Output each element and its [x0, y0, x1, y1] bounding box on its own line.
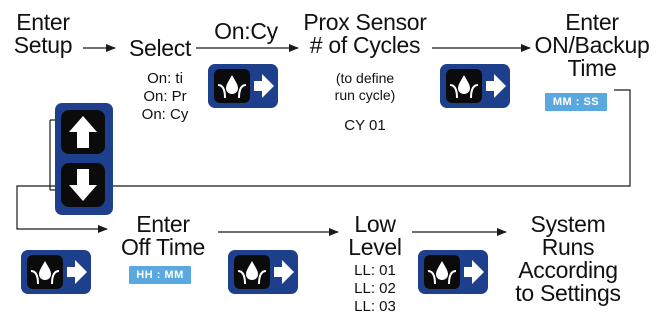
- system-runs-line2: Runs: [541, 234, 595, 260]
- enter-off-time-line2: Off Time: [120, 234, 206, 260]
- up-button[interactable]: [61, 110, 105, 154]
- system-runs-line4: to Settings: [515, 280, 621, 306]
- enter-on-backup-line2: ON/Backup: [534, 32, 650, 58]
- system-runs-line3: According: [518, 257, 618, 283]
- enter-droplet-icon: [30, 261, 60, 285]
- up-arrow-icon: [69, 116, 97, 148]
- low-level-line1: Low: [354, 211, 396, 237]
- enter-key-2[interactable]: [440, 64, 510, 108]
- enter-setup-line2: Setup: [13, 32, 73, 58]
- enter-key-3[interactable]: [21, 250, 91, 294]
- down-arrow-icon: [69, 169, 97, 201]
- enter-off-time-label: Enter Off Time: [108, 213, 218, 259]
- enter-key-1[interactable]: [208, 64, 278, 108]
- enter-droplet-icon: [237, 261, 267, 285]
- prox-sensor-value: CY 01: [344, 117, 386, 134]
- system-runs-line1: System: [530, 211, 606, 237]
- enter-on-backup-line3: Time: [567, 55, 617, 81]
- select-option: On: Pr: [143, 88, 187, 105]
- up-down-keypad: [55, 103, 113, 215]
- off-time-display: HH : MM: [129, 266, 191, 284]
- arrow-right-icon: [274, 260, 294, 284]
- arrow-right-icon: [254, 74, 274, 98]
- low-level-options: LL: 01 LL: 02 LL: 03: [340, 262, 410, 316]
- low-level-option: LL: 02: [354, 280, 396, 297]
- on-time-display: MM : SS: [545, 93, 607, 111]
- select-option: On: ti: [147, 70, 183, 87]
- prox-sensor-line1: Prox Sensor: [303, 9, 427, 35]
- enter-off-time-line1: Enter: [136, 211, 190, 237]
- enter-setup-label: Enter Setup: [10, 11, 76, 57]
- prox-sensor-line2: # of Cycles: [309, 32, 421, 58]
- enter-droplet-icon: [449, 75, 479, 99]
- arrow-right-icon: [464, 260, 484, 284]
- prox-sensor-label: Prox Sensor # of Cycles: [298, 11, 432, 57]
- select-options: On: ti On: Pr On: Cy: [130, 70, 200, 124]
- enter-key-5[interactable]: [418, 250, 488, 294]
- low-level-line2: Level: [348, 234, 402, 260]
- prox-sensor-note-line2: run cycle): [334, 86, 396, 103]
- return-line: [16, 89, 631, 233]
- enter-droplet-icon: [217, 75, 247, 99]
- prox-sensor-note-line1: (to define: [335, 70, 395, 86]
- low-level-label: Low Level: [340, 213, 410, 259]
- enter-setup-line1: Enter: [16, 9, 70, 35]
- enter-on-backup-label: Enter ON/Backup Time: [534, 11, 650, 80]
- arrow-right-icon: [67, 260, 87, 284]
- enter-on-backup-line1: Enter: [565, 9, 619, 35]
- enter-key-4[interactable]: [228, 250, 298, 294]
- down-button[interactable]: [61, 163, 105, 207]
- arrow-right-icon: [486, 74, 506, 98]
- low-level-option: LL: 03: [354, 298, 396, 315]
- system-runs-label: System Runs According to Settings: [508, 213, 628, 305]
- enter-droplet-icon: [427, 261, 457, 285]
- low-level-option: LL: 01: [354, 262, 396, 279]
- select-option: On: Cy: [141, 106, 189, 123]
- select-label: Select: [128, 35, 192, 61]
- prox-sensor-note: (to define run cycle): [318, 70, 412, 104]
- on-cy-label: On:Cy: [214, 18, 278, 44]
